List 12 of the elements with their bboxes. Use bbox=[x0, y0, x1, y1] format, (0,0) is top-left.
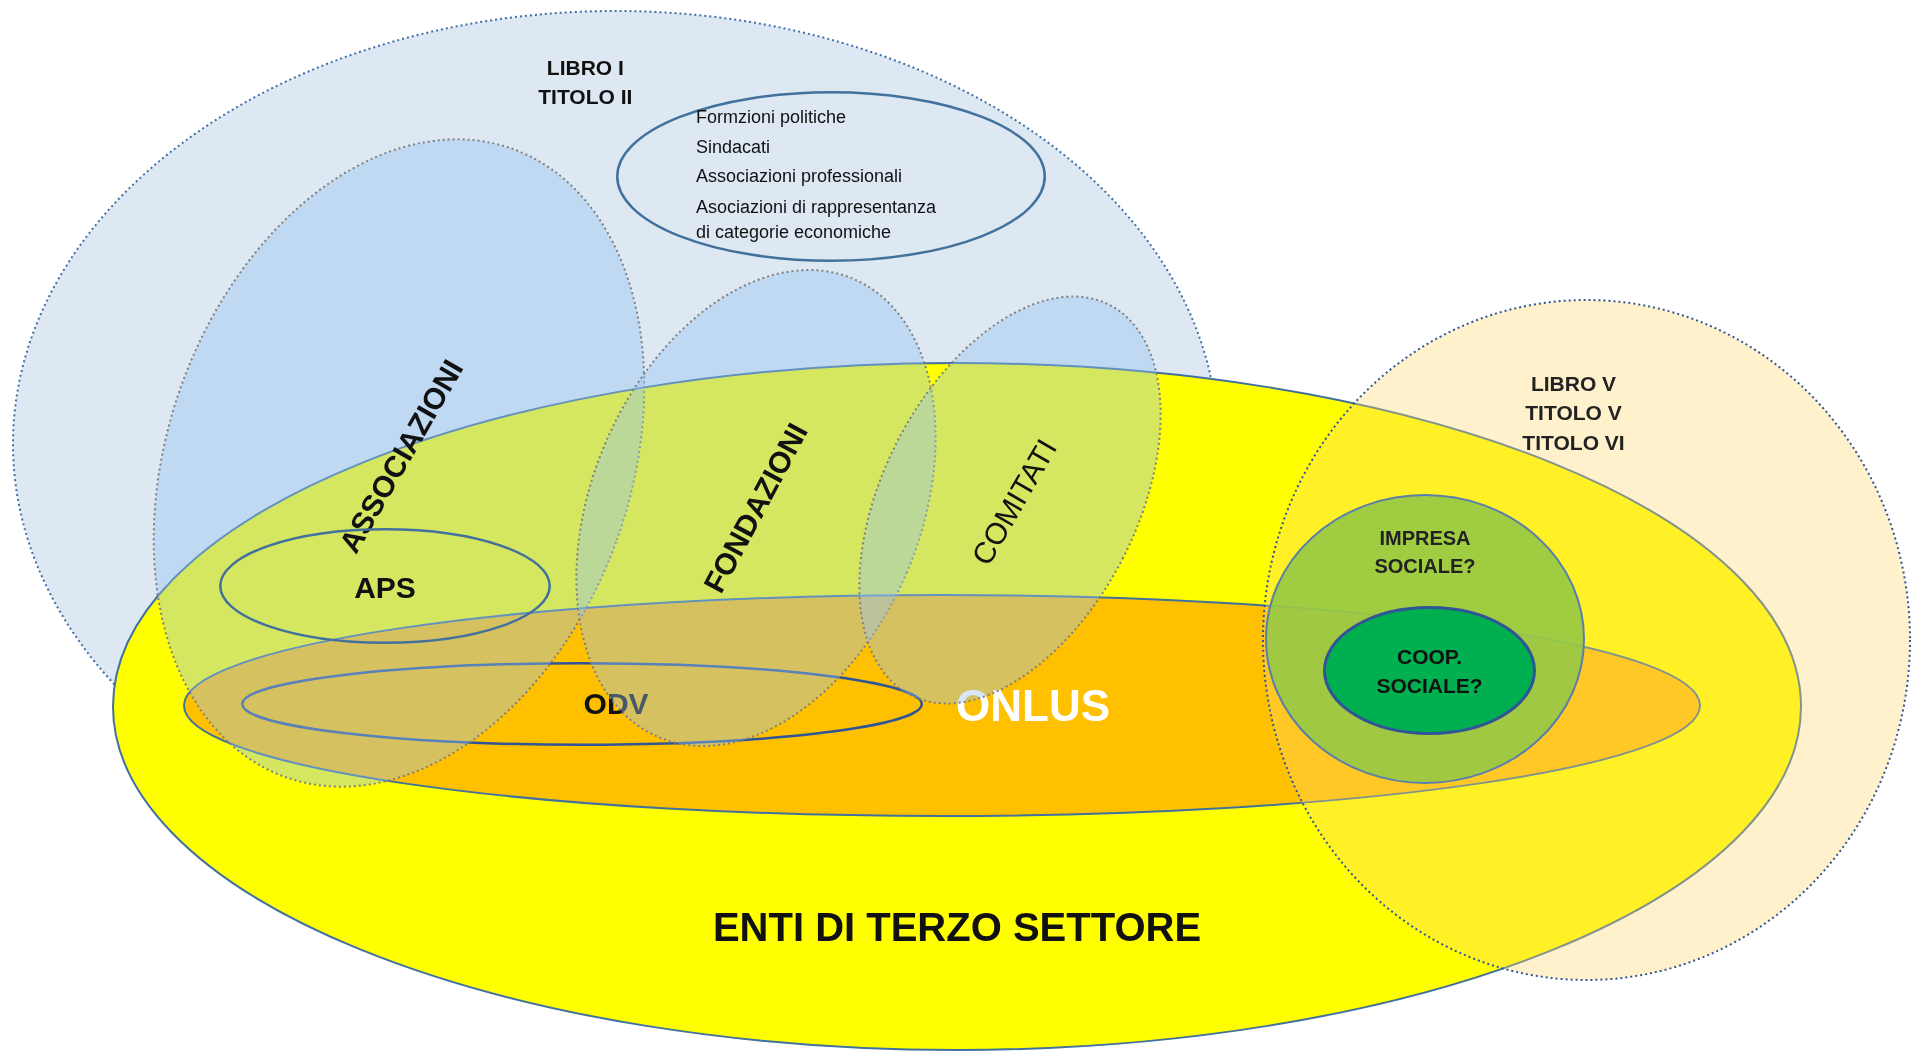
region-label: IMPRESA SOCIALE? bbox=[1373, 526, 1477, 579]
list-item: Asociazioni di rappresentanza di categorie economiche bbox=[695, 195, 938, 244]
list-item: Formzioni politiche bbox=[695, 106, 847, 130]
title-text: ENTI DI TERZO SETTORE bbox=[712, 903, 1202, 951]
region-label: ONLUS bbox=[956, 679, 1111, 732]
region-label: ODV bbox=[583, 686, 649, 722]
region-label: APS bbox=[354, 570, 416, 607]
region-label: COOP. SOCIALE? bbox=[1375, 643, 1484, 699]
list-item: Sindacati bbox=[695, 136, 771, 160]
heading-text: LIBRO I TITOLO II bbox=[537, 54, 634, 111]
list-item: Associazioni professionali bbox=[695, 165, 903, 189]
heading-text: LIBRO V TITOLO V TITOLO VI bbox=[1521, 370, 1626, 456]
